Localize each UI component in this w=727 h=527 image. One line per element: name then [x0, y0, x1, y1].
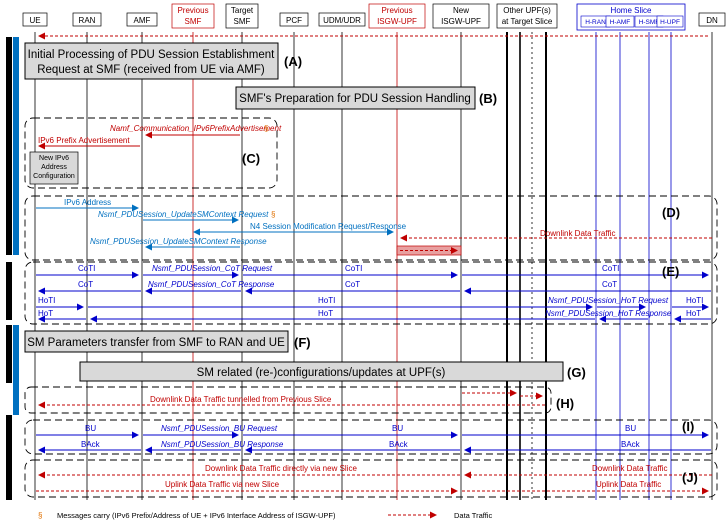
phase-a-line1: Initial Processing of PDU Session Establ…	[28, 49, 276, 61]
legend-note: Messages carry (IPv6 Prefix/Address of U…	[57, 511, 336, 520]
home-slice-h-amf: H-AMF	[610, 19, 631, 26]
legend-traffic: Data Traffic	[454, 511, 492, 520]
msg-back-1: BAck	[81, 440, 101, 449]
lifelines	[34, 32, 713, 500]
entity-target-smf-l1: Target	[231, 6, 254, 15]
phase-c-label: (C)	[242, 151, 260, 166]
msg-coti-1: CoTI	[78, 264, 95, 273]
home-slice-h-upf: H-UPF	[660, 19, 680, 26]
msg-c1-mark: §	[264, 124, 268, 133]
msg-bu-3: BU	[625, 424, 636, 433]
phase-c-frame	[24, 117, 278, 189]
phase-f-label: (F)	[294, 335, 311, 350]
msg-hot-3: HoT	[686, 309, 701, 318]
msg-cot-2: CoT	[345, 280, 360, 289]
msg-cot-1: CoT	[78, 280, 93, 289]
entity-previous-smf-l2: SMF	[185, 17, 202, 26]
phase-j-frame	[24, 459, 718, 498]
phase-b-label: (B)	[479, 91, 497, 106]
phase-h-frame	[24, 386, 552, 414]
entity-previous-smf-l1: Previous	[177, 6, 208, 15]
msg-bu-2: BU	[392, 424, 403, 433]
phase-i-label: (I)	[682, 419, 694, 434]
msg-uplink-dn: Uplink Data Traffic	[596, 480, 661, 489]
entity-pcf: PCF	[286, 16, 302, 25]
phase-e-label: (E)	[662, 264, 679, 279]
msg-back-2: BAck	[389, 440, 409, 449]
phase-b-box	[235, 86, 476, 110]
msg-hoti-3: HoTI	[686, 296, 703, 305]
home-slice: Home Slice H-RAN H-AMF H-SMF H-UPF	[576, 3, 686, 31]
phase-d-label: (D)	[662, 205, 680, 220]
msg-cot-3: CoT	[602, 280, 617, 289]
new-ipv6-l1: New IPv6	[39, 155, 69, 162]
msg-downlink-direct: Downlink Data Traffic directly via new S…	[205, 464, 357, 473]
entity-amf: AMF	[134, 16, 151, 25]
msg-cot-response: Nsmf_PDUSession_CoT Response	[148, 280, 275, 289]
phase-a-line2: Request at SMF (received from UE via AMF…	[37, 64, 265, 76]
entity-prev-isgw-l2: ISGW-UPF	[377, 17, 417, 26]
msg-update-smcontext-request: Nsmf_PDUSession_UpdateSMContext Request	[98, 210, 269, 219]
phase-b-text: SMF's Preparation for PDU Session Handli…	[239, 93, 471, 105]
phase-h-label: (H)	[556, 396, 574, 411]
msg-d2-mark: §	[271, 210, 275, 219]
entity-ue: UE	[29, 16, 40, 25]
entity-target-smf-l2: SMF	[234, 17, 251, 26]
entity-udm: UDM/UDR	[323, 16, 361, 25]
msg-back-3: BAck	[621, 440, 641, 449]
msg-bu-request: Nsmf_PDUSession_BU Request	[161, 424, 278, 433]
msg-hot-2: HoT	[318, 309, 333, 318]
phase-a-box	[24, 42, 279, 80]
msg-uplink-direct: Uplink Data Traffic via new Slice	[165, 480, 280, 489]
msg-hot-1: HoT	[38, 309, 53, 318]
new-ipv6-l3: Configuration	[33, 173, 75, 180]
entity-prev-isgw-l1: Previous	[381, 6, 412, 15]
phase-e-frame	[24, 261, 718, 325]
entity-new-isgw-l1: New	[453, 6, 469, 15]
phase-a-label: (A)	[284, 54, 302, 69]
msg-downlink-traffic-d: Downlink Data Traffic	[540, 229, 615, 238]
entity-new-isgw-l2: ISGW-UPF	[441, 17, 481, 26]
msg-tunnelled-downlink: Downlink Data Traffic tunnelled from Pre…	[150, 395, 332, 404]
entity-dn: DN	[706, 16, 718, 25]
legend-mark: §	[38, 511, 42, 520]
phase-f-text: SM Parameters transfer from SMF to RAN a…	[27, 337, 285, 349]
msg-hot-request: Nsmf_PDUSession_HoT Request	[548, 296, 669, 305]
phase-i-frame	[24, 419, 718, 455]
msg-hoti-2: HoTI	[318, 296, 335, 305]
msg-coti-3: CoTI	[602, 264, 619, 273]
msg-cot-request: Nsmf_PDUSession_CoT Request	[152, 264, 273, 273]
new-ipv6-config-box	[29, 151, 79, 185]
entity-other-upf-l2: at Target Slice	[502, 17, 553, 26]
msg-downlink-dn: Downlink Data Traffic	[592, 464, 667, 473]
msg-ipv6-address: IPv6 Address	[64, 198, 111, 207]
phase-j-label: (J)	[682, 470, 698, 485]
buffer-box	[396, 245, 462, 256]
home-slice-title: Home Slice	[611, 6, 652, 15]
new-ipv6-l2: Address	[41, 164, 67, 171]
home-slice-h-smf: H-SMF	[639, 19, 660, 26]
msg-bu-1: BU	[85, 424, 96, 433]
entity-ran: RAN	[79, 16, 96, 25]
msg-bu-response: Nsmf_PDUSession_BU Response	[161, 440, 284, 449]
msg-coti-2: CoTI	[345, 264, 362, 273]
msg-hoti-1: HoTI	[38, 296, 55, 305]
msg-ipv6-prefix-adv: IPv6 Prefix Advertisement	[38, 136, 130, 145]
entity-other-upf-l1: Other UPF(s)	[503, 6, 551, 15]
entity-headers: UE RAN AMF Previous SMF Target SMF PCF U…	[22, 3, 726, 29]
msg-update-smcontext-response: Nsmf_PDUSession_UpdateSMContext Response	[90, 237, 267, 246]
phase-f-box	[24, 330, 289, 353]
phase-g-label: (G)	[567, 365, 586, 380]
left-phase-bars	[6, 37, 19, 500]
msg-n4-session-mod: N4 Session Modification Request/Response	[250, 222, 407, 231]
home-slice-h-ran: H-RAN	[585, 19, 606, 26]
phase-g-box	[79, 361, 564, 382]
phase-g-text: SM related (re-)configurations/updates a…	[197, 367, 446, 379]
msg-hot-response: Nsmf_PDUSession_HoT Response	[545, 309, 672, 318]
msg-ipv6-prefix-advertisement: Namf_Communication_IPv6PrefixAdvertiseme…	[110, 124, 282, 133]
